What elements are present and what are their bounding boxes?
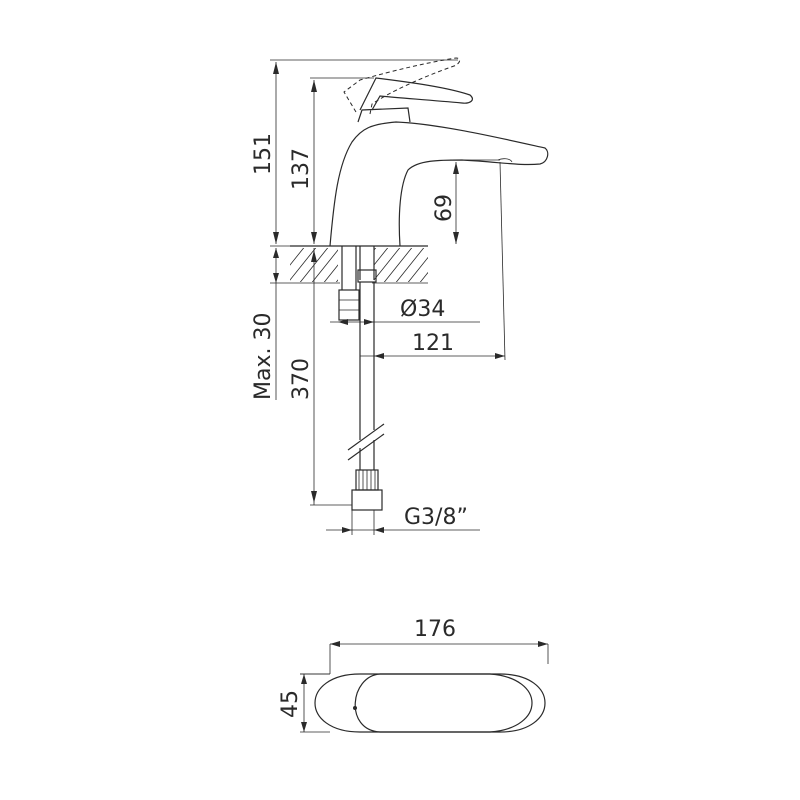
lever-raised-outline [343,57,461,115]
dim-height-total: 151 [251,133,276,175]
dim-spout-clearance: 69 [432,194,457,222]
dim-reach: 121 [412,331,454,356]
top-view-outline [314,673,546,733]
lever-handle [359,77,474,111]
supply-hoses [338,246,385,511]
dim-top-length: 176 [414,617,456,642]
faucet-body [329,121,549,247]
side-view: 151 137 69 Ø34 121 Max. 30 370 [251,57,549,535]
dim-hose-length: 370 [289,358,314,400]
dim-top-width: 45 [278,690,303,718]
dim-hole-diameter: Ø34 [400,297,445,322]
dim-thread: G3/8” [404,505,468,530]
dim-max-deck: Max. 30 [251,313,276,400]
top-view: 176 45 [278,617,549,733]
top-view-lever [354,673,533,733]
lever-base [357,107,411,123]
dim-height-spout: 137 [289,148,314,190]
